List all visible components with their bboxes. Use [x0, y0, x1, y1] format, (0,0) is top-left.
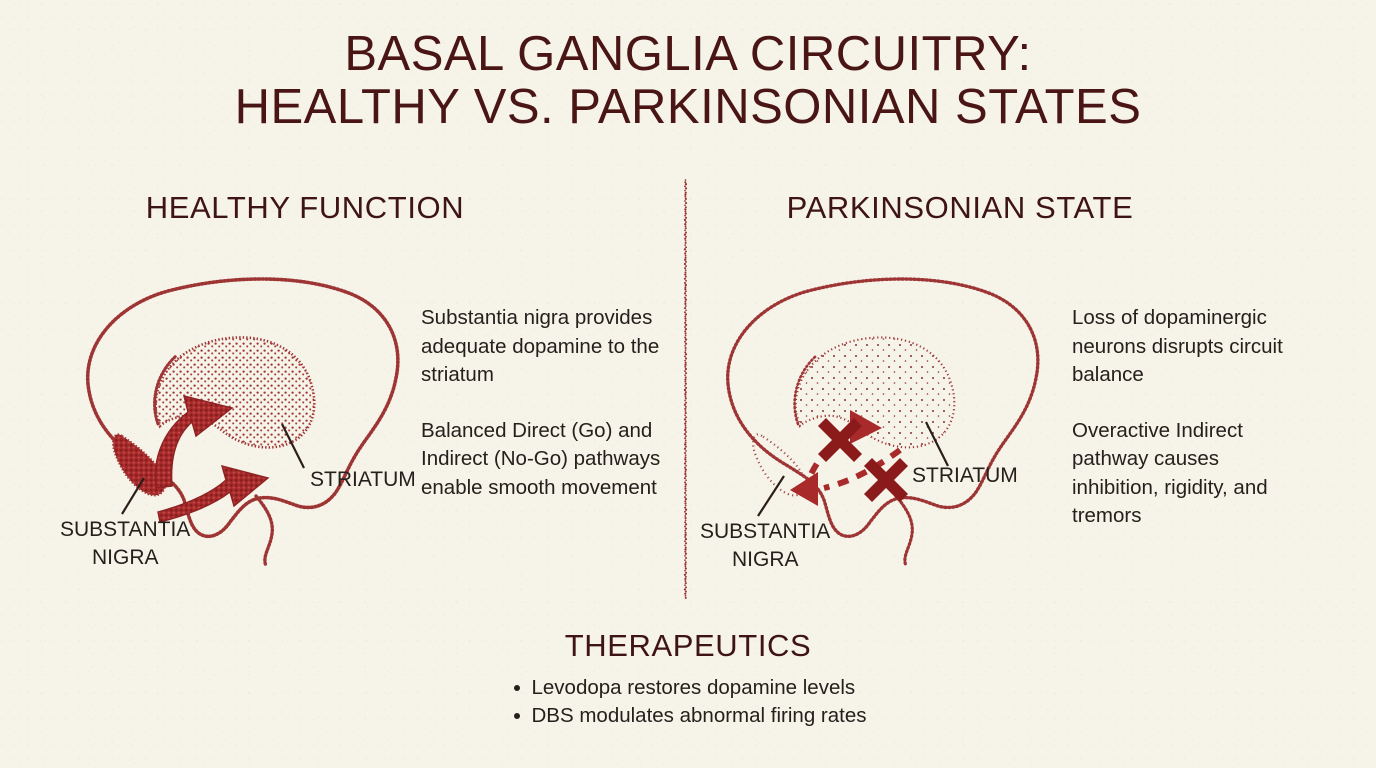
label-substantia-nigra-healthy-line2: NIGRA	[92, 546, 159, 569]
list-item: DBS modulates abnormal firing rates	[510, 702, 867, 730]
note-healthy-2: Balanced Direct (Go) and Indirect (No-Go…	[421, 418, 661, 499]
blocked-pathway-x-upper	[818, 418, 862, 462]
therapeutics-section: THERAPEUTICS Levodopa restores dopamine …	[0, 628, 1376, 730]
cortex-outline-parkinsonian	[726, 277, 1040, 539]
therapeutics-item-text: DBS modulates abnormal firing rates	[531, 704, 867, 727]
panel-heading-parkinsonian: PARKINSONIAN STATE	[786, 190, 1134, 225]
notes-healthy: Substantia nigra provides adequate dopam…	[421, 244, 661, 574]
label-substantia-nigra-healthy-line1: SUBSTANTIA	[60, 518, 190, 541]
substantia-nigra-parkinsonian	[752, 433, 807, 497]
striatum-healthy	[153, 336, 316, 449]
striatum-leader-line-parkinsonian	[925, 421, 949, 467]
blocked-pathway-x-lower	[864, 458, 908, 502]
indirect-pathway-arrow	[157, 465, 270, 523]
striatum-parkinsonian	[793, 336, 956, 449]
panel-divider	[683, 179, 688, 600]
note-parkinsonian-2: Overactive Indirect pathway causes inhib…	[1072, 418, 1268, 528]
panel-parkinsonian: PARKINSONIAN STATE	[700, 190, 1360, 574]
note-healthy-1: Substantia nigra provides adequate dopam…	[421, 306, 660, 386]
label-substantia-nigra-parkinsonian-line2: NIGRA	[732, 548, 799, 571]
therapeutics-heading: THERAPEUTICS	[564, 628, 812, 663]
brainstem-healthy	[254, 494, 274, 568]
notes-parkinsonian: Loss of dopaminergic neurons disrupts ci…	[1072, 244, 1307, 574]
bullet-icon	[513, 713, 520, 719]
cortex-outline-healthy	[86, 277, 400, 539]
bullet-icon	[513, 685, 520, 691]
brain-diagram-parkinsonian: STRIATUM SUBSTANTIA NIGRA	[700, 244, 1070, 574]
striatum-leader-line-healthy	[281, 423, 305, 469]
indirect-pathway-arrow-disrupted	[790, 447, 902, 506]
brain-diagram-healthy: STRIATUM SUBSTANTIA NIGRA	[60, 244, 416, 574]
substantia-nigra-healthy	[112, 433, 167, 497]
substantia-nigra-leader-line-healthy	[121, 477, 145, 515]
label-striatum-parkinsonian: STRIATUM	[912, 464, 1018, 487]
therapeutics-list: Levodopa restores dopamine levels DBS mo…	[510, 674, 867, 730]
therapeutics-item-text: Levodopa restores dopamine levels	[531, 676, 856, 699]
direct-pathway-arrow	[154, 395, 234, 489]
title-line-1: BASAL GANGLIA CIRCUITRY:	[344, 27, 1032, 81]
brainstem-parkinsonian	[894, 494, 914, 568]
list-item: Levodopa restores dopamine levels	[510, 674, 867, 702]
page-title: BASAL GANGLIA CIRCUITRY: HEALTHY VS. PAR…	[0, 28, 1376, 134]
title-line-2: HEALTHY VS. PARKINSONIAN STATES	[234, 80, 1142, 134]
panel-healthy: HEALTHY FUNCTION	[60, 190, 670, 574]
panel-heading-healthy: HEALTHY FUNCTION	[145, 190, 465, 225]
note-parkinsonian-1: Loss of dopaminergic neurons disrupts ci…	[1072, 306, 1283, 386]
substantia-nigra-leader-line-parkinsonian	[757, 475, 785, 517]
label-striatum-healthy: STRIATUM	[310, 468, 416, 491]
label-substantia-nigra-parkinsonian-line1: SUBSTANTIA	[700, 520, 830, 543]
